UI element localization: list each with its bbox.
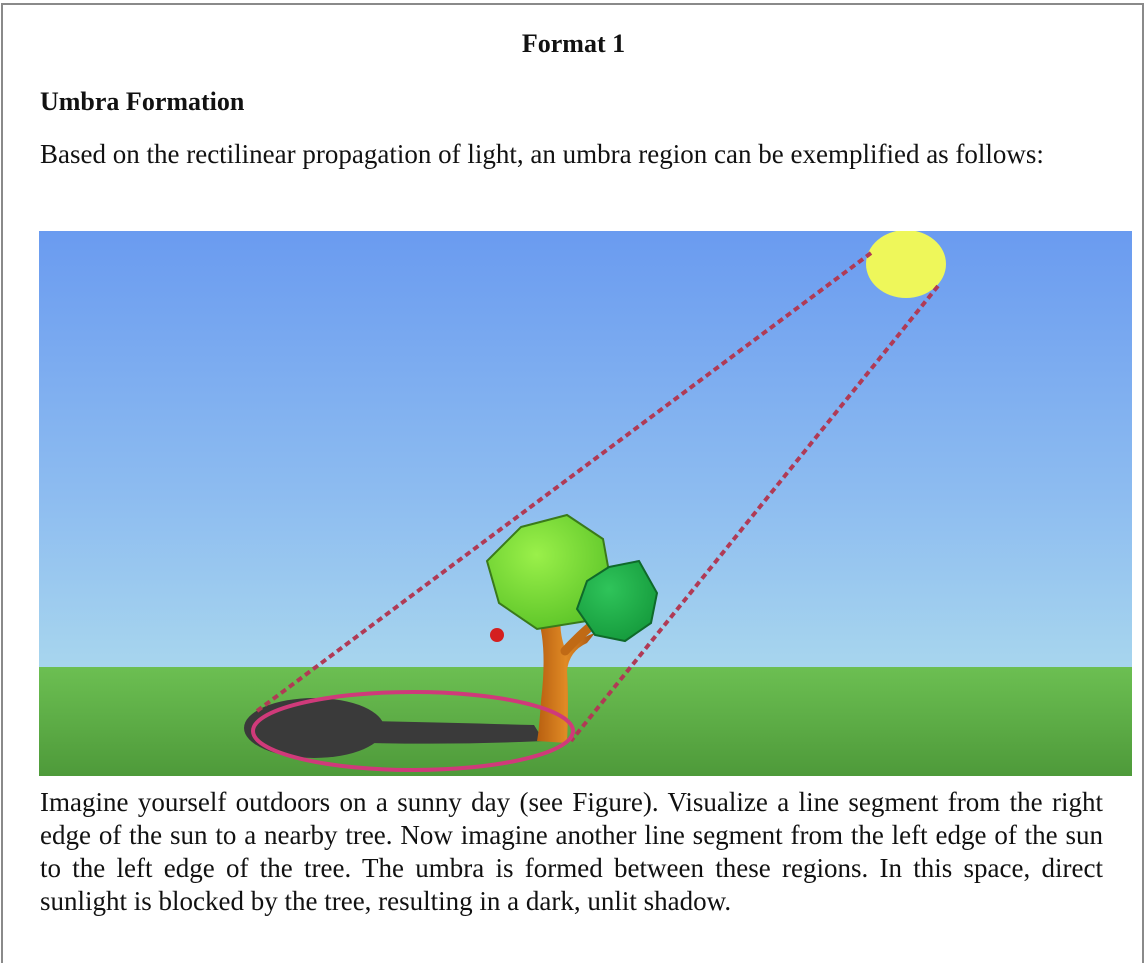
light-ray-lines [255,251,940,743]
section-heading: Umbra Formation [40,87,245,116]
document-frame [1,3,1144,963]
intro-paragraph: Based on the rectilinear propagation of … [40,139,1044,169]
figure-explanation: Imagine yourself outdoors on a sunny day… [40,787,1103,916]
format-label: Format 1 [521,29,626,58]
umbra-figure [39,231,1132,776]
sun-icon [866,231,946,298]
umbra-ellipse [251,690,575,772]
umbra-illustration [39,231,1132,776]
shadow-shape [244,698,544,758]
